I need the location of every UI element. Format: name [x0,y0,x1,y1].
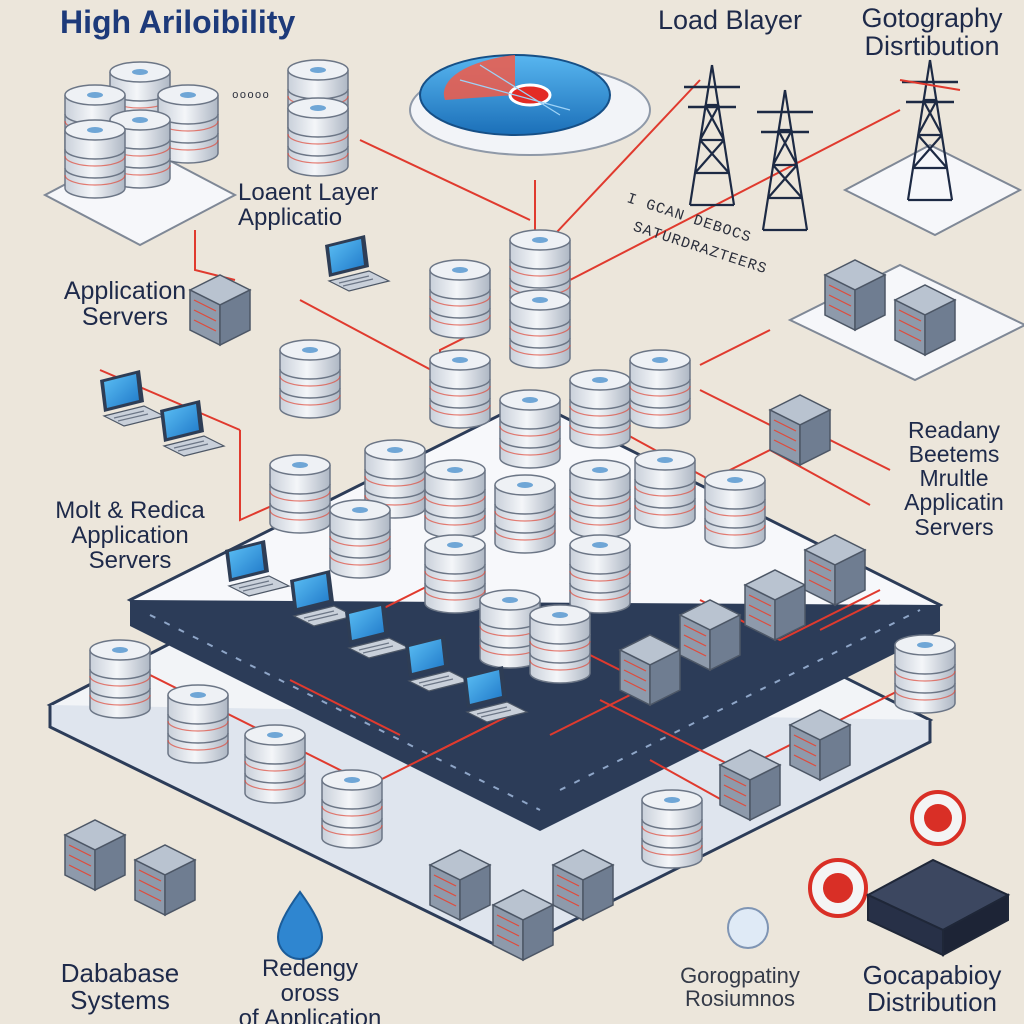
note-top: ooooo [232,90,271,102]
load-layer-label: Load Blayer [657,5,803,35]
diagram-title: High Ariloibility [60,4,296,40]
